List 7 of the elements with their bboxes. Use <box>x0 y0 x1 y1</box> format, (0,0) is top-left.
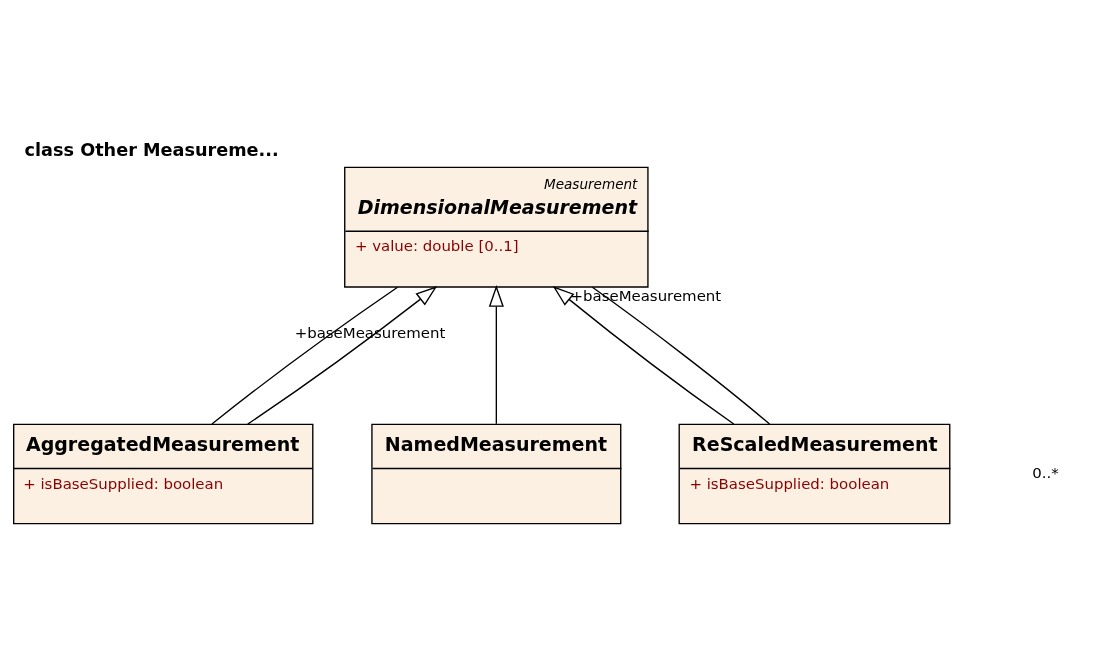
arrow <box>552 285 735 425</box>
arrow <box>488 284 504 424</box>
diagram-title: class Other Measureme... <box>24 139 279 160</box>
connector <box>591 286 771 425</box>
label: 0..* <box>1032 463 1059 482</box>
arrow <box>247 285 438 425</box>
connector <box>211 286 399 425</box>
